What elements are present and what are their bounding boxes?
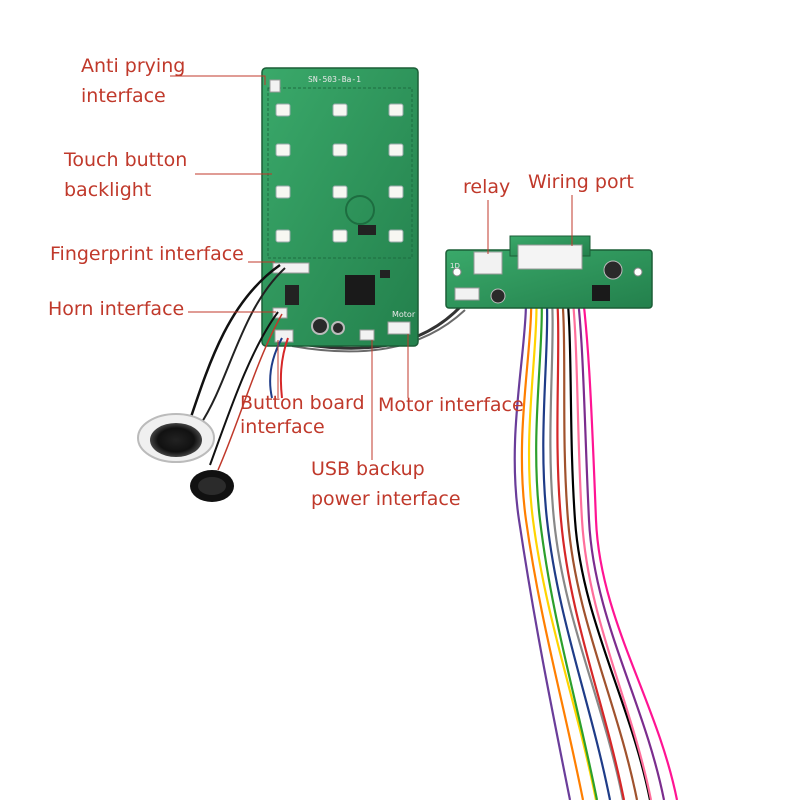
- harness-wire: [535, 267, 599, 800]
- label-touch-backlight-line1: Touch button: [64, 149, 188, 171]
- harness-wire: [542, 267, 612, 800]
- label-wiring-port: Wiring port: [528, 171, 634, 193]
- backlight-led: [275, 103, 291, 117]
- backlight-led: [388, 185, 404, 199]
- fingerprint-connector: [272, 262, 310, 274]
- harness-wire: [527, 267, 598, 800]
- harness-wire: [562, 267, 652, 800]
- label-relay: relay: [463, 176, 511, 198]
- label-button-board-line1: Button board: [240, 392, 365, 414]
- relay-board: 1D: [445, 235, 653, 309]
- backlight-led: [332, 229, 348, 243]
- relay-silkscreen: 1D: [450, 262, 460, 270]
- motor-silkscreen: Motor: [392, 310, 416, 319]
- label-touch-backlight-line2: backlight: [64, 179, 152, 201]
- harness-wire: [577, 267, 679, 800]
- backlight-led: [332, 143, 348, 157]
- harness-wire: [513, 267, 572, 800]
- harness-wire: [547, 267, 625, 800]
- label-button-board-line2: interface: [240, 416, 325, 438]
- touch-backlight-leds: [275, 103, 404, 243]
- backlight-led: [388, 229, 404, 243]
- harness-wire: [520, 267, 585, 800]
- label-motor-interface: Motor interface: [378, 394, 524, 416]
- fingerprint-sensor: [137, 413, 215, 463]
- main-mcu-chip: [345, 275, 375, 305]
- label-anti-prying-line1: Anti prying: [81, 55, 186, 77]
- label-anti-prying-line2: interface: [81, 85, 166, 107]
- label-horn-interface: Horn interface: [48, 298, 185, 320]
- backlight-led: [388, 103, 404, 117]
- harness-wire: [567, 267, 653, 800]
- horn-speaker: [190, 470, 234, 502]
- harness-wire: [557, 267, 639, 800]
- label-usb-backup-line1: USB backup: [311, 458, 425, 480]
- harness-wire: [572, 267, 666, 800]
- backlight-led: [275, 143, 291, 157]
- backlight-led: [275, 229, 291, 243]
- backlight-led: [275, 185, 291, 199]
- harness-wire: [552, 267, 626, 800]
- relay-connector: [473, 251, 503, 275]
- wire-harness: [513, 267, 679, 800]
- motor-connector: [387, 321, 411, 335]
- main-board-id-silkscreen: SN-503-Ba-1: [308, 75, 361, 84]
- backlight-led: [388, 143, 404, 157]
- anti-prying-connector: [269, 79, 281, 93]
- usb-connector: [359, 329, 375, 341]
- leader-lines: [170, 75, 573, 460]
- label-fingerprint-interface: Fingerprint interface: [50, 243, 244, 265]
- backlight-led: [332, 185, 348, 199]
- label-usb-backup-line2: power interface: [311, 488, 461, 510]
- interboard-cable-2: [291, 309, 466, 353]
- backlight-led: [332, 103, 348, 117]
- wiring-port-connector: [517, 244, 583, 270]
- main-control-board: SN-503-Ba-1 Motor: [261, 67, 419, 347]
